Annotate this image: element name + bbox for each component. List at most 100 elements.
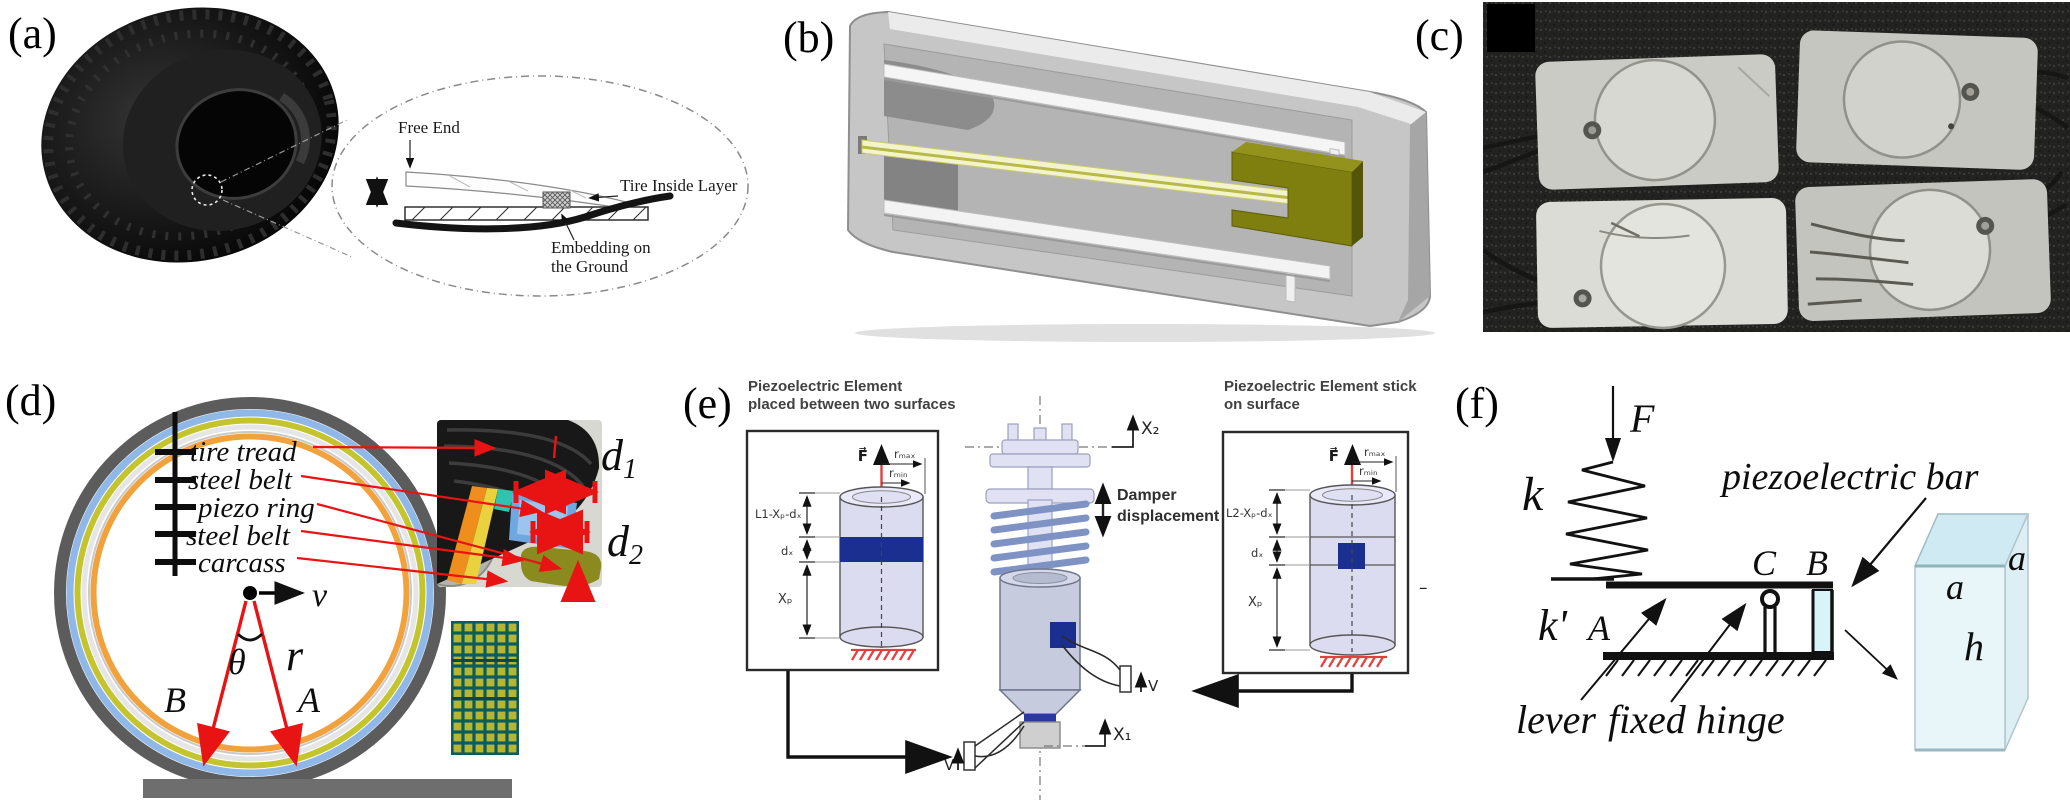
piezo-patch <box>1536 198 1788 330</box>
layer-label-carcass: carcass <box>198 547 286 579</box>
piezo-patch-square <box>1338 543 1365 569</box>
point-a-label: A <box>296 680 321 720</box>
spring-k-label: k <box>1522 468 1545 521</box>
piezo-between-surfaces-diagram: Piezoelectric Element placed between two… <box>745 378 956 774</box>
embedding-square <box>542 191 571 209</box>
embedding-label-1: Embedding on <box>551 238 651 257</box>
left-dim-bottom: Xₚ <box>778 592 792 607</box>
free-end-label: Free End <box>398 118 460 137</box>
voltage-bottom-label: V <box>944 756 955 774</box>
left-rmax-label: rₘₐₓ <box>894 447 916 461</box>
zoom-connector-bottom <box>222 199 353 258</box>
radius-arrow-a <box>252 600 303 767</box>
hinge-pin <box>1760 589 1780 609</box>
voltage-top-label: V <box>1148 677 1159 695</box>
left-box-title-1: Piezoelectric Element <box>748 378 902 395</box>
point-a-label-f: A <box>1586 608 1611 648</box>
piezo-bar-3d-prism: a a h <box>1913 513 2030 752</box>
radius-arrow-b <box>197 600 248 767</box>
damper-spring <box>990 500 1090 576</box>
harvester-housing-3d <box>847 11 1435 342</box>
tire-inside-layer-label: Tire Inside Layer <box>620 176 738 195</box>
d1-dimension <box>512 469 599 515</box>
left-dim-mid: dₓ <box>781 544 793 558</box>
panel-f: (f) F k C B k' A <box>1455 379 2030 752</box>
ground-bar-f <box>1603 652 1834 660</box>
piezo-array-grid <box>451 621 519 755</box>
point-b-label: B <box>164 680 186 720</box>
panel-d-label: (d) <box>5 376 56 425</box>
damper-assembly: X₂ Damper displacement <box>944 396 1220 800</box>
layer-ruler <box>155 412 196 576</box>
left-ground-hatch <box>851 648 916 661</box>
panel-b-label: (b) <box>783 13 834 62</box>
piezo-element-square <box>1050 622 1076 648</box>
panel-e-label: (e) <box>683 379 732 428</box>
piezo-layer-band <box>840 537 923 562</box>
theta-label: θ <box>228 642 246 682</box>
ground-hatching <box>1605 659 1827 677</box>
panel-a: (a) F <box>8 7 749 297</box>
right-force-label: F⃗ <box>1329 446 1339 465</box>
left-box-connector-arrow <box>786 671 953 774</box>
theta-arc <box>237 632 263 642</box>
minus-sign: – <box>1419 578 1428 598</box>
ring-steel-belt-outer <box>66 409 434 777</box>
right-ground-hatch <box>1320 655 1387 668</box>
d2-label: d2 <box>607 517 643 571</box>
left-box-title-2: placed between two surfaces <box>748 396 956 413</box>
prism-leader-arrow <box>1844 629 1898 680</box>
piezo-discs-photo <box>1483 2 2070 332</box>
tire-inside-layer-curve <box>392 192 674 233</box>
zoom-connector-top <box>220 118 350 183</box>
piezo-patch <box>1796 30 2038 170</box>
bottom-rail <box>883 199 1331 280</box>
force-arrowhead <box>1605 438 1621 462</box>
zoom-balloon: Free End Tire Inside Layer Embedding on … <box>331 75 749 297</box>
dim-a-side-label: a <box>2008 538 2026 578</box>
lever-leader-arrow <box>1580 597 1667 701</box>
d1-label: d1 <box>601 431 637 485</box>
damper-displacement-2: displacement <box>1117 508 1220 525</box>
damper-displacement-1: Damper <box>1117 487 1177 504</box>
right-dim-bottom: Xₚ <box>1248 595 1262 610</box>
x2-label: X₂ <box>1141 419 1159 439</box>
left-force-label: F⃗ <box>858 446 868 465</box>
panel-e: (e) Piezoelectric Element placed between… <box>683 378 1428 800</box>
left-rmin-label: rₘᵢₙ <box>889 466 908 480</box>
photo-black-square <box>1487 4 1535 52</box>
wheel-center <box>243 586 257 600</box>
top-rail <box>883 63 1346 156</box>
damper-nut <box>1019 721 1061 749</box>
embedding-label-2: the Ground <box>551 257 628 276</box>
ground-bar <box>143 779 512 798</box>
layer-label-steel-belt-2: steel belt <box>186 520 291 552</box>
x2-axis <box>1112 414 1140 448</box>
piezo-patch <box>1795 179 2051 321</box>
radius-label: r <box>286 631 304 680</box>
d2-dimension <box>529 509 591 555</box>
x1-label: X₁ <box>1113 725 1131 745</box>
fixed-hinge-label: fixed hinge <box>1608 697 1785 742</box>
load-resistor-top <box>1119 665 1132 693</box>
layer-label-tire-tread: tire tread <box>190 436 297 468</box>
right-rmax-label: rₘₐₓ <box>1364 445 1386 459</box>
panel-f-label: (f) <box>1455 379 1499 428</box>
piezo-bar-label: piezoelectric bar <box>1719 456 1979 498</box>
right-box-title-1: Piezoelectric Element stick <box>1224 378 1417 395</box>
piezo-patch <box>1535 54 1779 190</box>
right-dim-top: L2-Xₚ-dₓ <box>1226 506 1273 520</box>
lever-label: lever <box>1516 697 1596 742</box>
piezo-bar-element <box>1812 589 1833 653</box>
ring-carcass <box>90 433 410 753</box>
point-c-label: C <box>1752 543 1777 583</box>
panel-d: (d) tire tread steel belt piezo ring ste… <box>5 376 643 798</box>
velocity-label: v <box>312 577 328 614</box>
embedding-arrow <box>561 213 575 241</box>
panel-c-label: (c) <box>1415 11 1464 60</box>
layer-label-steel-belt-1: steel belt <box>188 464 293 496</box>
layer-label-piezo-ring: piezo ring <box>196 492 315 524</box>
left-dim-top: L1-Xₚ-dₓ <box>755 507 802 521</box>
